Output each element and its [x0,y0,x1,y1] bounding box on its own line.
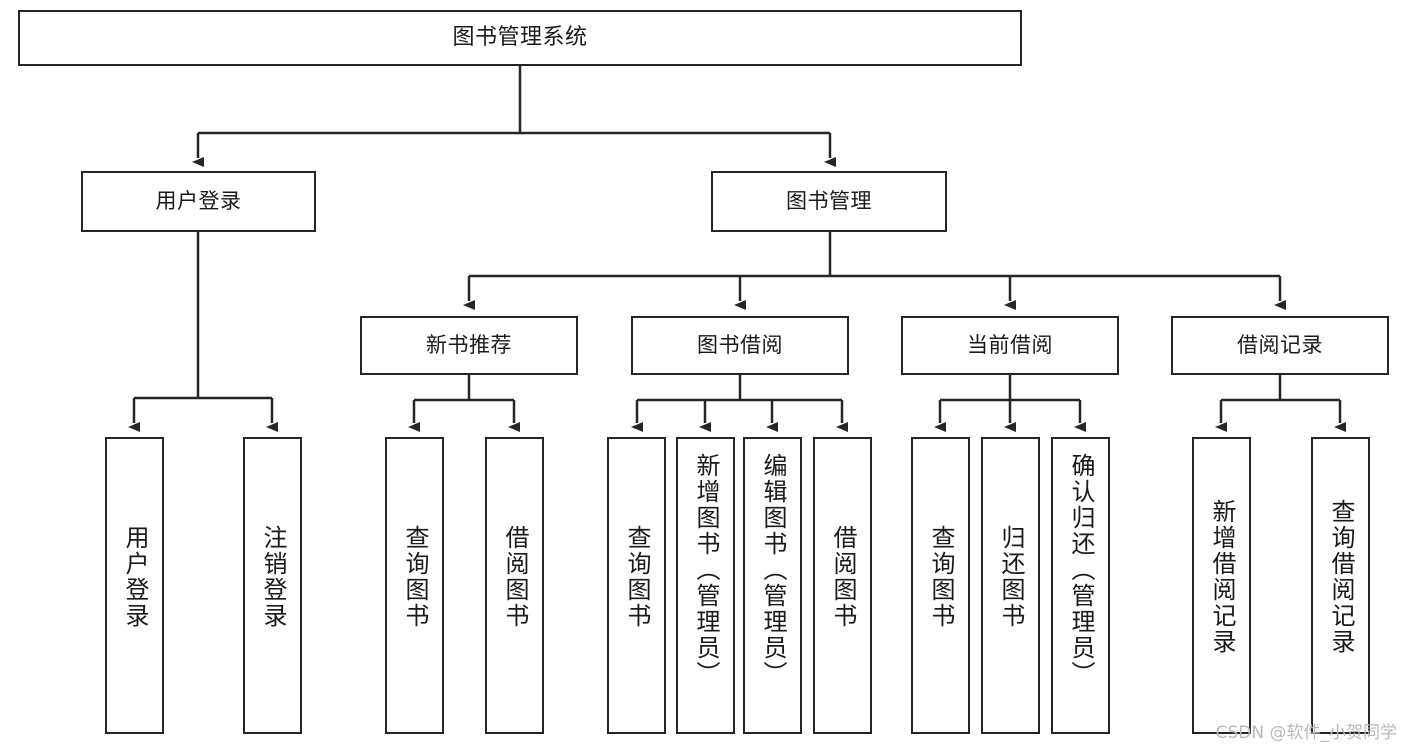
leaf-current-return-book[interactable]: 归还图书 [981,437,1040,734]
leaf-recommend-borrow-book[interactable]: 借阅图书 [485,437,544,734]
node-label: 图书借阅 [697,332,783,357]
node-root-system[interactable]: 图书管理系统 [18,10,1022,66]
leaf-current-query-book[interactable]: 查询图书 [911,437,970,734]
node-label: 查询图书 [926,525,955,629]
leaf-user-login-signout[interactable]: 注销登录 [243,437,302,734]
node-label: 确认归还（管理员） [1066,453,1095,687]
node-book-borrow[interactable]: 图书借阅 [631,316,849,375]
node-label: 用户登录 [120,525,149,629]
node-user-login[interactable]: 用户登录 [81,171,316,232]
leaf-records-add-record[interactable]: 新增借阅记录 [1192,437,1251,734]
node-new-book-recommend[interactable]: 新书推荐 [360,316,578,375]
node-label: 查询图书 [400,525,429,629]
node-label: 图书管理 [786,188,872,213]
node-label: 注销登录 [258,525,287,629]
leaf-borrow-add-book-admin[interactable]: 新增图书（管理员） [676,437,735,734]
node-label: 新书推荐 [426,332,512,357]
node-label: 查询图书 [622,525,651,629]
leaf-current-confirm-return-admin[interactable]: 确认归还（管理员） [1051,437,1110,734]
node-label: 归还图书 [996,525,1025,629]
node-label: 借阅图书 [500,525,529,629]
leaf-borrow-query-book[interactable]: 查询图书 [607,437,666,734]
node-book-management[interactable]: 图书管理 [711,171,947,232]
leaf-recommend-query-book[interactable]: 查询图书 [385,437,444,734]
leaf-borrow-borrow-book[interactable]: 借阅图书 [813,437,872,734]
csdn-watermark: CSDN @软件_小贺同学 [1215,723,1397,743]
node-label: 用户登录 [155,188,242,213]
node-label: 图书管理系统 [452,24,588,50]
node-label: 当前借阅 [967,332,1053,357]
node-label: 新增借阅记录 [1207,499,1236,655]
node-label: 借阅图书 [828,525,857,629]
node-current-borrow[interactable]: 当前借阅 [901,316,1119,375]
node-borrow-records[interactable]: 借阅记录 [1171,316,1389,375]
node-label: 新增图书（管理员） [691,453,720,687]
node-label: 借阅记录 [1237,332,1323,357]
leaf-records-query-record[interactable]: 查询借阅记录 [1311,437,1370,734]
node-label: 编辑图书（管理员） [758,453,787,687]
leaf-user-login-signin[interactable]: 用户登录 [105,437,164,734]
node-label: 查询借阅记录 [1326,499,1355,655]
leaf-borrow-edit-book-admin[interactable]: 编辑图书（管理员） [743,437,802,734]
